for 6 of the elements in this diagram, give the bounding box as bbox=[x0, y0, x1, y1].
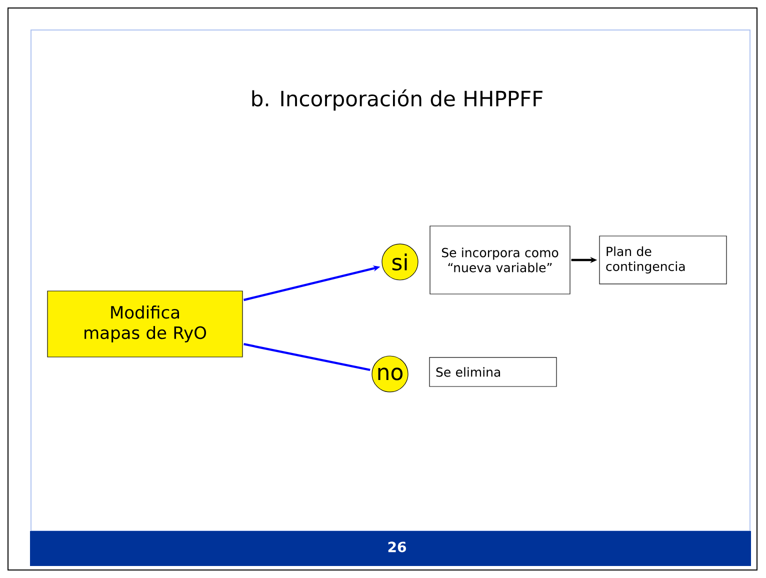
footer-bar: 26 bbox=[30, 530, 751, 566]
process-box: Se elimina bbox=[429, 357, 557, 387]
process-box: Modifica mapas de RyO bbox=[47, 290, 243, 358]
process-box: Plan de contingencia bbox=[599, 236, 727, 284]
slide-title: b. Incorporación de HHPPFF bbox=[252, 89, 542, 111]
process-box: Se incorpora como “nueva variable” bbox=[430, 226, 570, 294]
